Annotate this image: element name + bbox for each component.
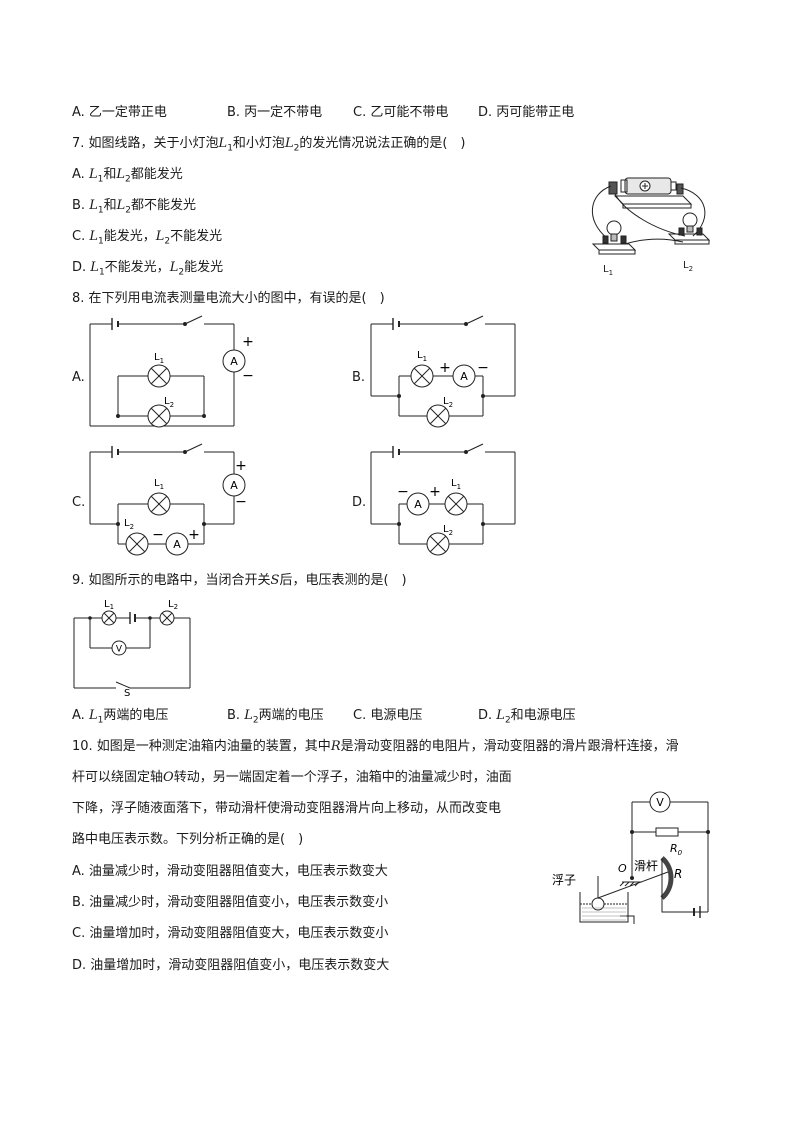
q9-fig-l2: L2 bbox=[168, 599, 178, 611]
q10-option-c: C. 油量增加时，滑动变阻器阻值变大，电压表示数变小 bbox=[72, 926, 389, 941]
q8a-l1-label: L1 bbox=[154, 352, 164, 365]
q8d-minus: − bbox=[397, 484, 409, 500]
q8c-plus-top: + bbox=[235, 458, 247, 474]
q8-circuit-a: A + − L1 L2 bbox=[89, 315, 254, 428]
q6-option-b: B. 丙一定不带电 bbox=[227, 105, 323, 120]
q7-fig-label-l1: L1 bbox=[603, 264, 613, 277]
q6-option-a: A. 乙一定带正电 bbox=[72, 105, 167, 120]
q9-option-c: C. 电源电压 bbox=[353, 708, 423, 723]
q10-fig-float: 浮子 bbox=[552, 873, 576, 887]
q10-stem-line2: 杆可以绕固定轴O转动，另一端固定着一个浮子，油箱中的油量减少时，油面 bbox=[72, 770, 512, 785]
q9-option-a: A. L1两端的电压 bbox=[72, 708, 169, 726]
q8c-minus-top: − bbox=[235, 494, 247, 510]
q8-label-b: B. bbox=[352, 370, 366, 385]
q8-label-a: A. bbox=[72, 370, 85, 385]
q7-option-b: B. L1和L2都不能发光 bbox=[72, 198, 196, 216]
q10-stem-line1: 10. 如图是一种测定油箱内油量的装置，其中R是滑动变阻器的电阻片，滑动变阻器的… bbox=[72, 739, 679, 754]
q8b-l2-label: L2 bbox=[443, 396, 453, 409]
q8b-minus: − bbox=[477, 360, 489, 376]
q8a-l2-label: L2 bbox=[164, 396, 174, 409]
q8-stem: 8. 在下列用电流表测量电流大小的图中，有误的是( ) bbox=[72, 291, 385, 306]
q9-option-d: D. L2和电源电压 bbox=[478, 708, 576, 726]
q8-circuit-d: A − + L1 L2 bbox=[370, 443, 516, 556]
q10-oil-gauge-figure: V R0 O 滑杆 R 浮子 bbox=[552, 791, 710, 924]
q6-option-c: C. 乙可能不带电 bbox=[353, 105, 449, 120]
q8d-ammeter-label: A bbox=[414, 498, 422, 511]
q10-option-d: D. 油量增加时，滑动变阻器阻值变小，电压表示数变大 bbox=[72, 958, 390, 973]
q9-stem: 9. 如图所示的电路中，当闭合开关S后，电压表测的是( ) bbox=[72, 573, 407, 588]
q8b-l1-label: L1 bbox=[417, 350, 427, 363]
q10-fig-r: R bbox=[674, 867, 682, 881]
q9-voltmeter-label: V bbox=[116, 645, 123, 655]
q7-option-a: A. L1和L2都能发光 bbox=[72, 167, 183, 185]
q7-circuit-figure: L1 L2 bbox=[591, 177, 711, 277]
q8a-plus: + bbox=[242, 334, 254, 350]
q10-fig-rod: 滑杆 bbox=[634, 859, 658, 873]
q7-fig-label-l2: L2 bbox=[683, 260, 693, 273]
q8-label-d: D. bbox=[352, 495, 367, 510]
q8-label-c: C. bbox=[72, 495, 86, 510]
q8a-ammeter-label: A bbox=[230, 355, 238, 368]
q10-option-a: A. 油量减少时，滑动变阻器阻值变大，电压表示数变大 bbox=[72, 864, 388, 879]
q8c-l1-label: L1 bbox=[154, 478, 164, 491]
q8d-l2-label: L2 bbox=[443, 524, 453, 537]
q8a-minus: − bbox=[242, 368, 254, 384]
q8c-minus-bottom: − bbox=[152, 527, 164, 543]
q8d-l1-label: L1 bbox=[451, 478, 461, 491]
q9-fig-s: S bbox=[124, 688, 130, 699]
q8-circuit-c: A A + − − + L1 L2 bbox=[89, 443, 247, 556]
q9-circuit-figure: V L1 L2 S bbox=[73, 599, 191, 699]
q8b-ammeter-label: A bbox=[460, 370, 468, 383]
q9-fig-l1: L1 bbox=[104, 599, 114, 611]
q10-stem-line4: 路中电压表示数。下列分析正确的是( ) bbox=[72, 832, 304, 847]
q10-fig-voltmeter: V bbox=[656, 796, 664, 809]
q7-option-d: D. L1不能发光，L2能发光 bbox=[72, 260, 224, 278]
q7-option-c: C. L1能发光，L2不能发光 bbox=[72, 229, 223, 247]
q9-option-b: B. L2两端的电压 bbox=[227, 708, 324, 726]
q8c-ammeter-top-label: A bbox=[230, 479, 238, 492]
q10-fig-o: O bbox=[618, 862, 627, 875]
q8c-l2-label: L2 bbox=[124, 518, 134, 531]
q8c-ammeter-bottom-label: A bbox=[173, 538, 181, 551]
q10-stem-line3: 下降，浮子随液面落下，带动滑杆使滑动变阻器滑片向上移动，从而改变电 bbox=[72, 801, 502, 816]
q8-circuit-b: A + − L1 L2 bbox=[370, 315, 516, 428]
q8b-plus: + bbox=[439, 360, 451, 376]
q7-stem: 7. 如图线路，关于小灯泡L1和小灯泡L2的发光情况说法正确的是( ) bbox=[72, 136, 466, 154]
q8d-plus: + bbox=[429, 484, 441, 500]
q8c-plus-bottom: + bbox=[188, 527, 200, 543]
q6-option-d: D. 丙可能带正电 bbox=[478, 105, 575, 120]
q10-fig-r0: R0 bbox=[670, 842, 683, 857]
q10-option-b: B. 油量减少时，滑动变阻器阻值变小，电压表示数变小 bbox=[72, 895, 389, 910]
